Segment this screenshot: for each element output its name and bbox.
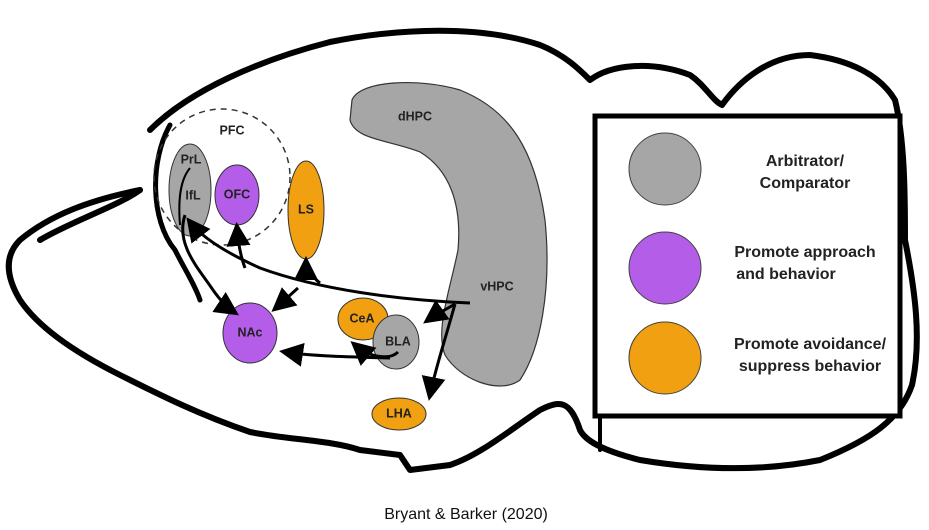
- legend-swatch-arbitrator: [628, 132, 702, 206]
- projection-arrows: [178, 167, 471, 401]
- hippocampus-shape: [349, 81, 548, 387]
- pfc-boundary: [153, 108, 291, 246]
- label-dhpc: dHPC: [398, 109, 432, 123]
- label-lha: LHA: [386, 406, 412, 420]
- olfactory-outline: [37, 187, 143, 243]
- label-vhpc: vHPC: [480, 279, 513, 293]
- legend-swatch-avoidance: [628, 321, 702, 395]
- legend-avoidance-line1: Promote avoidance/: [734, 336, 887, 353]
- caption: Bryant & Barker (2020): [384, 506, 548, 523]
- cortex-inner-outline: [153, 122, 203, 303]
- label-prl: PrL: [181, 152, 202, 166]
- label-ls: LS: [298, 202, 314, 216]
- legend-arbitrator-line1: Arbitrator/: [766, 153, 845, 170]
- brain-outline: [5, 27, 920, 473]
- legend-swatch-approach: [628, 231, 702, 305]
- legend-approach-line1: Promote approach: [734, 244, 875, 261]
- label-nac: NAc: [237, 325, 262, 339]
- legend-approach-line2: and behavior: [736, 266, 836, 283]
- region-lha: [371, 397, 427, 431]
- label-cea: CeA: [349, 311, 374, 325]
- label-ifl: IfL: [185, 188, 201, 202]
- region-nac: [222, 302, 278, 364]
- label-bla: BLA: [385, 334, 411, 348]
- label-pfc: PFC: [220, 123, 245, 137]
- legend-avoidance-line2: suppress behavior: [739, 358, 881, 375]
- label-ofc: OFC: [224, 187, 250, 201]
- legend-arbitrator-line2: Comparator: [760, 175, 851, 192]
